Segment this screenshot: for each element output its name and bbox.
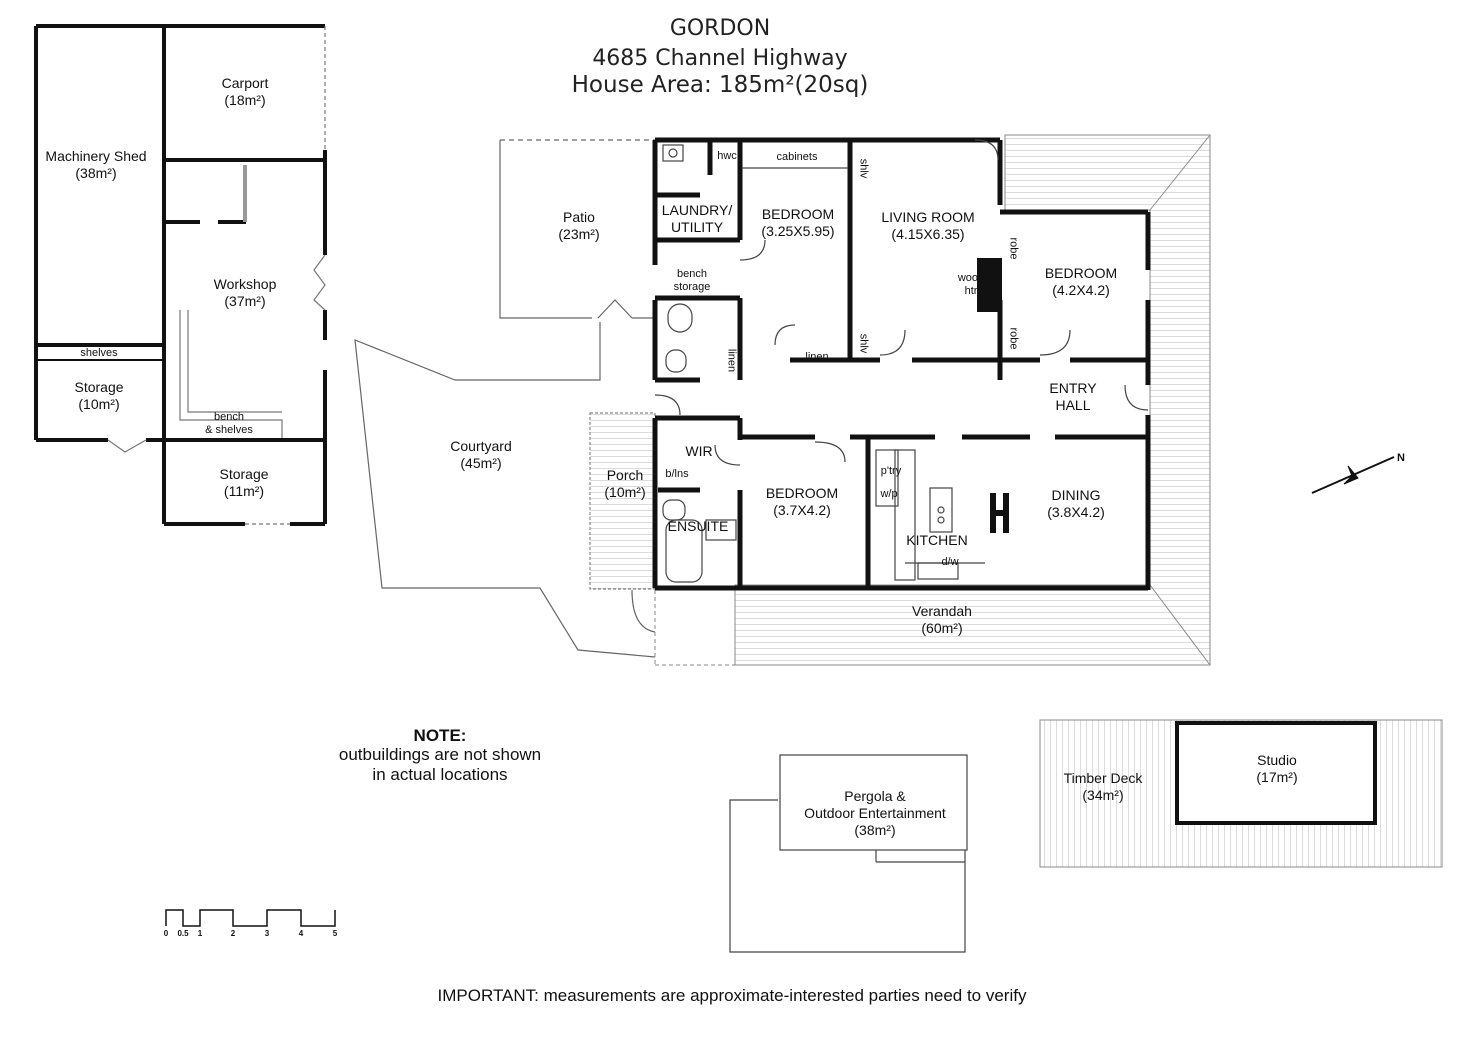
scale-label-3: 3 (264, 929, 270, 938)
patio-label: Patio (563, 209, 595, 225)
bedroom2-label: BEDROOM (1044, 265, 1118, 281)
ensuite-label: ENSUITE (667, 518, 729, 534)
note-line-1: outbuildings are not shown (338, 745, 542, 764)
cabinets-label: cabinets (776, 151, 818, 163)
bedroom1-label: BEDROOM (761, 206, 835, 222)
utility-label: UTILITY (670, 219, 724, 235)
pergola-label: Pergola & (844, 788, 906, 804)
pergola-size: (38m²) (854, 822, 896, 838)
storage-10-size: (10m²) (78, 396, 120, 412)
shelves-label: shelves (80, 347, 118, 359)
blins-label: b/lns (665, 468, 689, 480)
dw-label: d/w (941, 556, 959, 568)
compass-icon (1311, 456, 1395, 494)
bedroom2-size: (4.2X4.2) (1052, 282, 1110, 298)
bench-storage-label: bench (677, 268, 707, 280)
machinery-shed-size: (38m²) (75, 165, 117, 181)
pergola (729, 754, 968, 953)
patio-courtyard (354, 139, 656, 658)
living-room-size: (4.15X6.35) (891, 226, 965, 242)
carport-size: (18m²) (224, 92, 266, 108)
studio-size: (17m²) (1256, 769, 1298, 785)
kitchen-label: KITCHEN (906, 532, 968, 548)
bench-label: bench (214, 411, 244, 423)
wp-label: w/p (880, 488, 898, 500)
hwc-label: hwc (717, 150, 737, 162)
scale-bar (165, 909, 336, 927)
outbuildings-left (34, 24, 327, 526)
patio-size: (23m²) (558, 226, 600, 242)
scale-label-1: 1 (197, 929, 203, 938)
dining-label: DINING (1051, 487, 1101, 503)
plan-title: GORDON (669, 16, 771, 41)
courtyard-size: (45m²) (460, 455, 502, 471)
studio-label: Studio (1257, 752, 1297, 768)
storage-11-label: Storage (219, 466, 269, 482)
scale-label-2: 2 (230, 929, 236, 938)
north-label: N (1397, 452, 1405, 464)
bedroom3-label: BEDROOM (765, 485, 839, 501)
laundry-label: LAUNDRY/ (661, 202, 733, 218)
pantry-label: p'try (880, 465, 902, 477)
heater-label: htr (964, 285, 978, 297)
workshop-label: Workshop (213, 276, 277, 292)
bench-shelves-label: & shelves (205, 424, 253, 436)
linen-vertical-label: linen (725, 348, 738, 373)
workshop-size: (37m²) (224, 293, 266, 309)
hall-label: HALL (1055, 397, 1091, 413)
shlv-top-label: shlv (857, 158, 870, 179)
note-body: outbuildings are not shown in actual loc… (339, 745, 541, 785)
storage-11-size: (11m²) (223, 483, 265, 499)
house-walls (652, 137, 1151, 591)
scale-label-4: 4 (298, 929, 304, 938)
plan-house-area: House Area: 185m²(20sq) (571, 72, 869, 98)
verandah-label: Verandah (912, 603, 972, 619)
wir-label: WIR (685, 443, 713, 459)
robe-bottom-label: robe (1007, 327, 1020, 350)
porch-label: Porch (606, 467, 644, 483)
wood-heater-label: wood (957, 272, 985, 284)
scale-label-5: 5 (332, 929, 338, 938)
timber-deck-size: (34m²) (1082, 787, 1124, 803)
important-disclaimer: IMPORTANT: measurements are approximate-… (437, 986, 1027, 1005)
linen-label: linen (805, 351, 829, 363)
storage-10-label: Storage (74, 379, 124, 395)
outbuilding-details (36, 26, 326, 525)
scale-label-0-5: 0.5 (177, 929, 189, 938)
bedroom1-size: (3.25X5.95) (761, 223, 835, 239)
carport-label: Carport (221, 75, 269, 91)
courtyard-label: Courtyard (450, 438, 512, 454)
timber-deck-label: Timber Deck (1063, 770, 1143, 786)
robe-top-label: robe (1007, 237, 1020, 260)
dining-table (990, 493, 1009, 533)
porch-size: (10m²) (604, 484, 646, 500)
machinery-shed-label: Machinery Shed (45, 148, 147, 164)
verandah-size: (60m²) (921, 620, 963, 636)
entry-label: ENTRY (1049, 380, 1097, 396)
living-room-label: LIVING ROOM (881, 209, 975, 225)
plan-address: 4685 Channel Highway (592, 46, 848, 71)
studio (1039, 719, 1443, 868)
bedroom3-size: (3.7X4.2) (773, 502, 831, 518)
house-fixtures (654, 139, 1149, 583)
dining-size: (3.8X4.2) (1047, 504, 1105, 520)
storage-label: storage (673, 281, 711, 293)
shlv-bottom-label: shlv (857, 333, 870, 354)
note-line-2: in actual locations (372, 765, 508, 784)
scale-label-0: 0 (163, 929, 169, 938)
outdoor-entertainment-label: Outdoor Entertainment (804, 805, 946, 821)
wood-heater (977, 258, 1002, 312)
note-heading: NOTE: (413, 726, 467, 745)
